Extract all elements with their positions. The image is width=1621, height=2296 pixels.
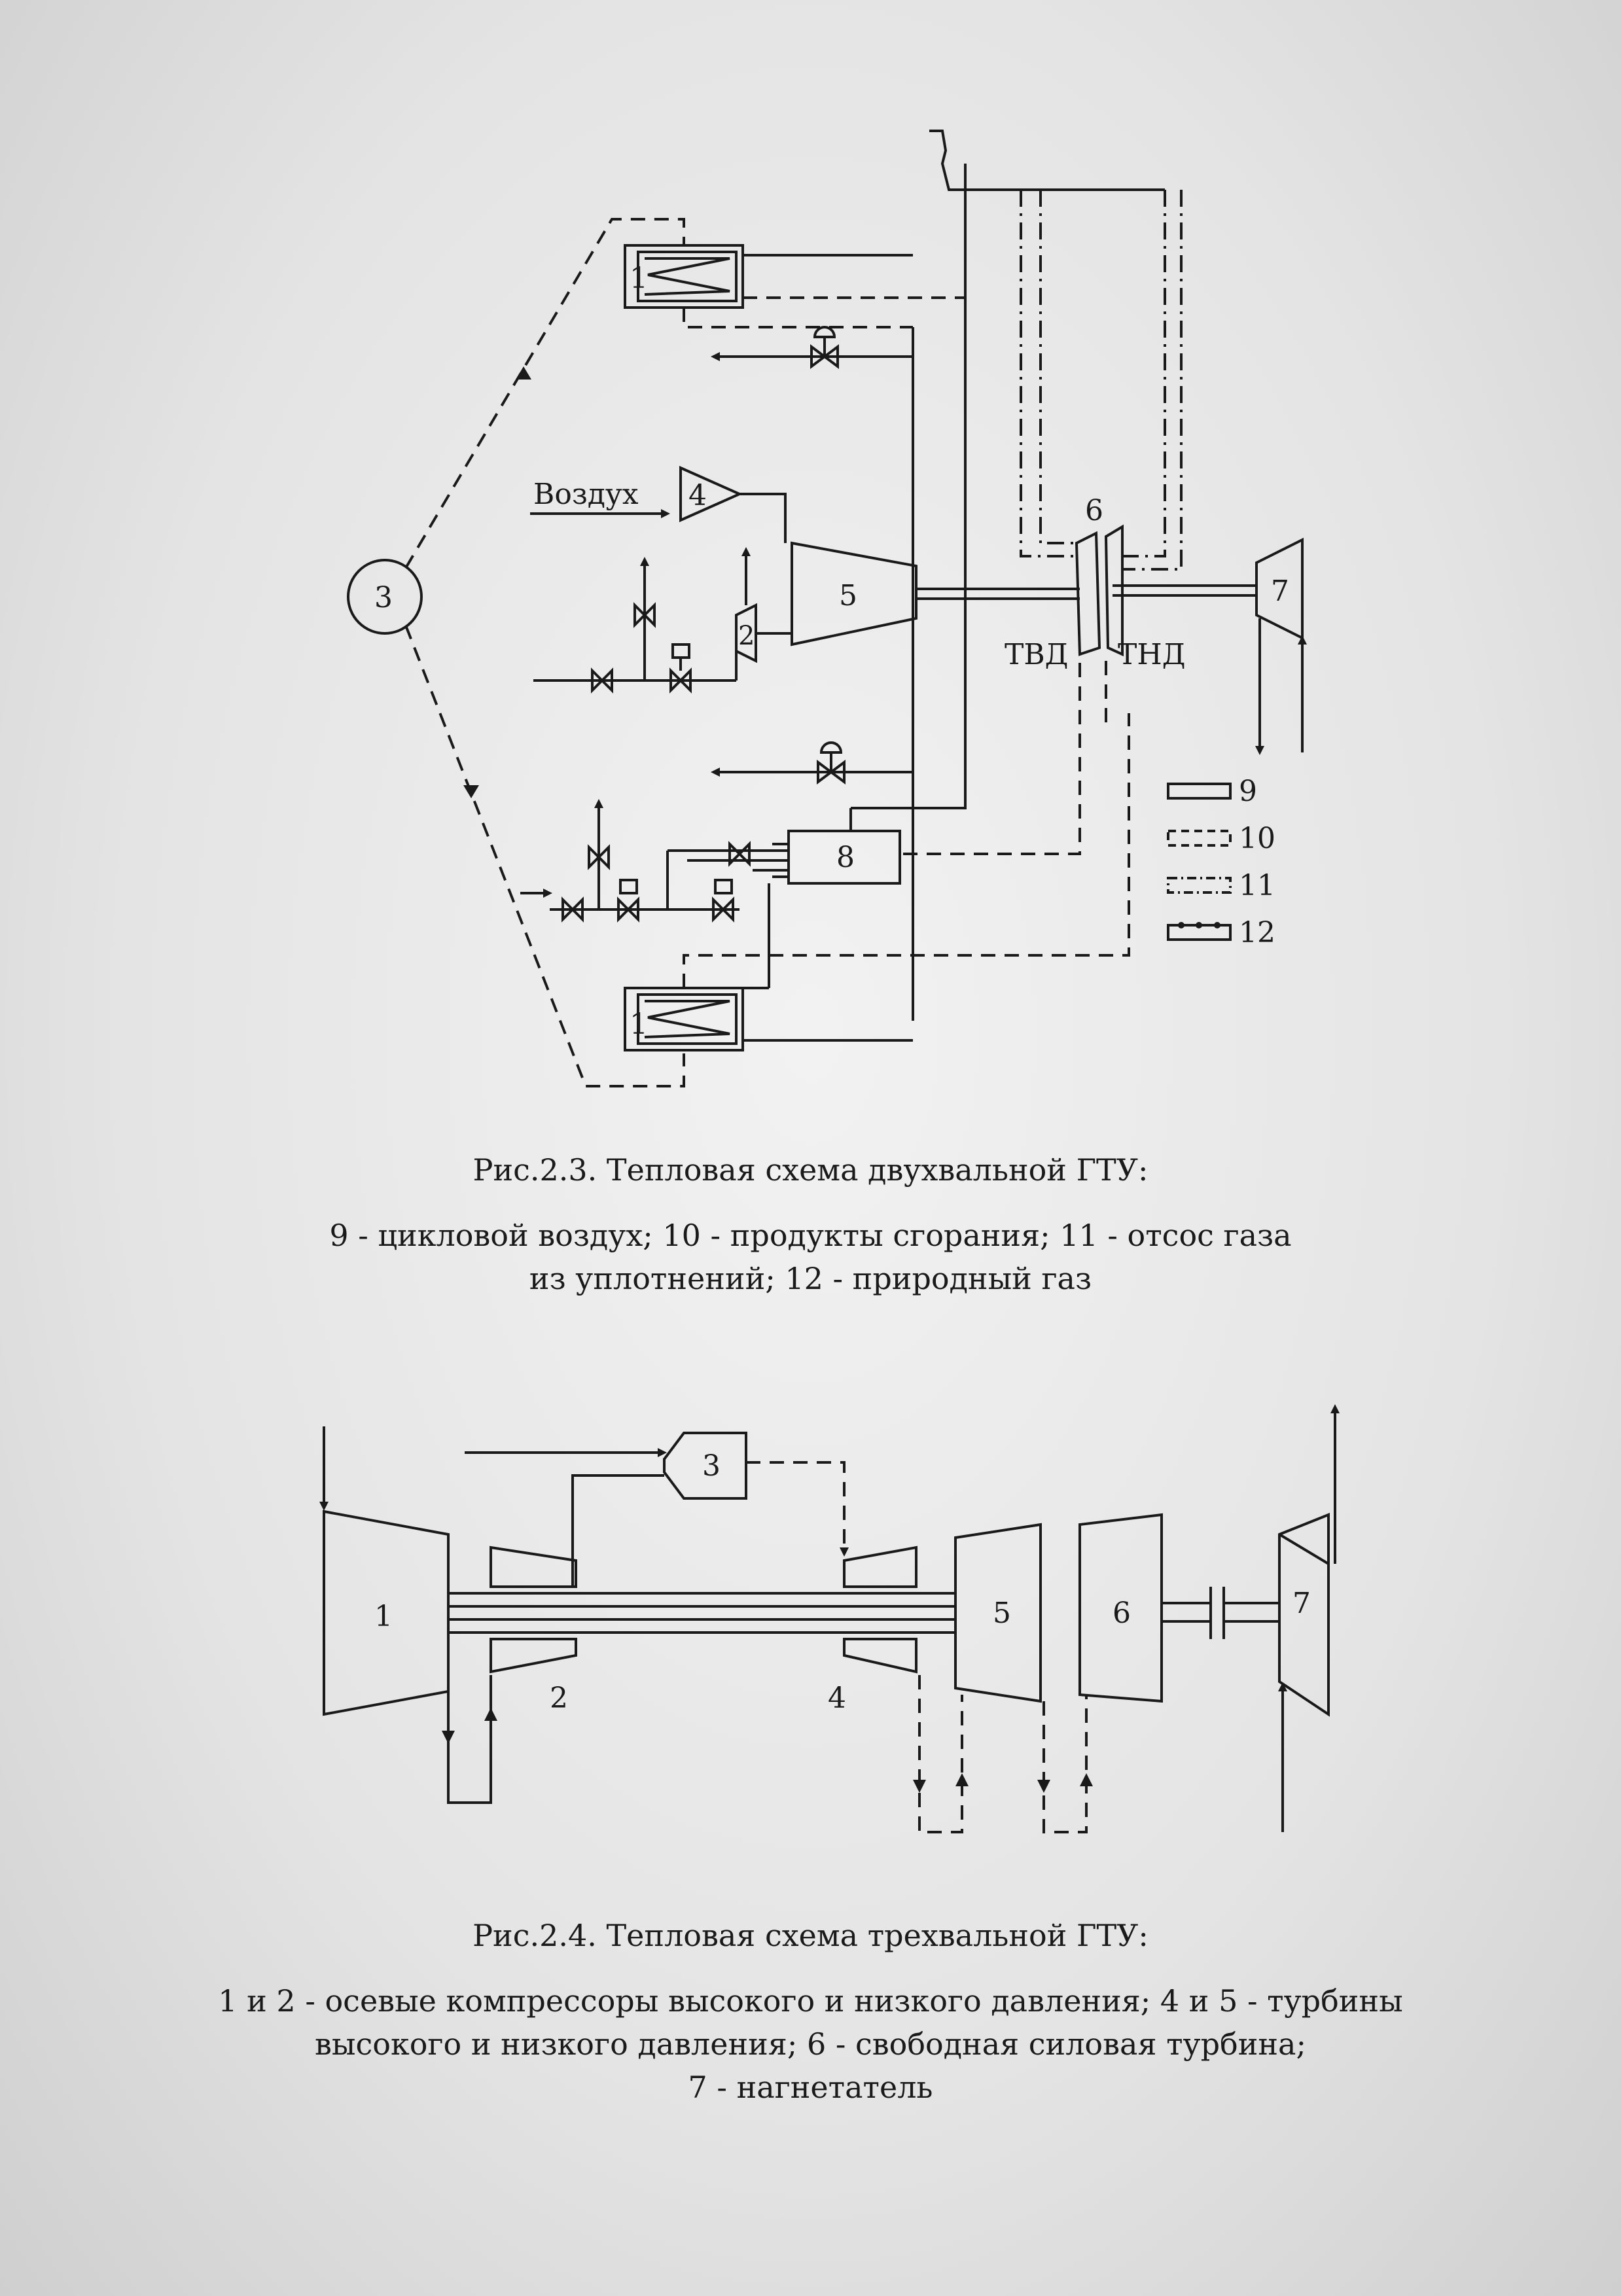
figure-2-3-caption-body: 9 - цикловой воздух; 10 - продукты сгора… <box>0 1214 1621 1300</box>
figure-2-3-caption-line-2: из уплотнений; 12 - природный газ <box>529 1261 1092 1296</box>
air-filter-4: Воздух 4 <box>530 465 743 523</box>
exhaust-stack <box>929 130 1165 191</box>
legend: 9 10 11 12 <box>1167 775 1275 949</box>
seal-gas-lines <box>1020 190 1183 571</box>
figure-2-4-caption-body: 1 и 2 - осевые компрессоры высокого и ни… <box>0 1979 1621 2109</box>
exhaust-line-top <box>683 296 965 328</box>
label-tvd: ТВД <box>1005 638 1068 671</box>
svg-text:9: 9 <box>1239 775 1257 808</box>
exhaust-line-bottom <box>683 713 1130 988</box>
figure-2-3-caption-title: Рис.2.3. Тепловая схема двухвальной ГТУ: <box>0 1148 1621 1192</box>
figure-2-4-caption-line-3: 7 - нагнетатель <box>688 2070 933 2105</box>
heat-exchanger-bottom: 1 <box>624 987 744 1051</box>
svg-text:10: 10 <box>1239 822 1275 855</box>
label-6: 6 <box>1085 494 1103 527</box>
legend-item-10: 10 <box>1167 822 1275 855</box>
bypass-valve-top <box>711 326 913 369</box>
label-7: 7 <box>1271 574 1289 608</box>
combustor-8: 8 <box>684 808 901 989</box>
main-shaft <box>916 584 1256 600</box>
figure-2-4-caption-line-1: 1 и 2 - осевые компрессоры высокого и ни… <box>218 1983 1403 2019</box>
label-2: 2 <box>738 621 755 651</box>
svg-text:11: 11 <box>1239 869 1275 902</box>
label-3: 3 <box>374 581 393 614</box>
legend-item-11: 11 <box>1167 869 1275 902</box>
label-8: 8 <box>836 841 855 874</box>
figure-2-3-caption-line-1: 9 - цикловой воздух; 10 - продукты сгора… <box>329 1218 1292 1253</box>
label-1-bottom: 1 <box>630 1008 648 1041</box>
dashed-link-top <box>404 218 685 569</box>
label-4: 4 <box>688 479 707 512</box>
label-1-top: 1 <box>630 262 648 295</box>
air-line-4-5 <box>739 493 787 543</box>
bypass-valve-bottom <box>711 741 913 785</box>
heat-exchanger-top: 1 <box>624 244 744 309</box>
component-2: 2 <box>735 603 792 663</box>
label-tnd: ТНД <box>1118 638 1186 671</box>
compressor-5: 5 <box>791 541 917 646</box>
figure-2-4-caption-line-2: высокого и низкого давления; 6 - свободн… <box>315 2026 1306 2062</box>
gas-line-upper <box>533 547 751 694</box>
legend-item-9: 9 <box>1167 775 1257 808</box>
figure-2-4-title: Рис.2.4. Тепловая схема трехвальной ГТУ: <box>472 1918 1149 1953</box>
label-5: 5 <box>839 579 857 612</box>
svg-text:12: 12 <box>1239 916 1275 949</box>
figure-2-3-title: Рис.2.3. Тепловая схема двухвальной ГТУ: <box>472 1152 1149 1188</box>
component-3-circle: 3 <box>347 559 423 635</box>
figure-2-3-diagram: 1 3 Воздух 4 5 2 6 ТВД ТН <box>347 130 1307 1087</box>
dashed-link-bottom <box>404 625 685 1087</box>
label-air: Воздух <box>533 478 639 511</box>
air-bus-return <box>851 164 967 809</box>
figure-2-4-caption-title: Рис.2.4. Тепловая схема трехвальной ГТУ: <box>0 1914 1621 1957</box>
compressor-7: 7 <box>1255 537 1307 755</box>
gas-line-lower <box>520 799 789 923</box>
turbine-6: 6 ТВД ТНД <box>1005 494 1186 671</box>
legend-item-12: 12 <box>1167 916 1275 949</box>
